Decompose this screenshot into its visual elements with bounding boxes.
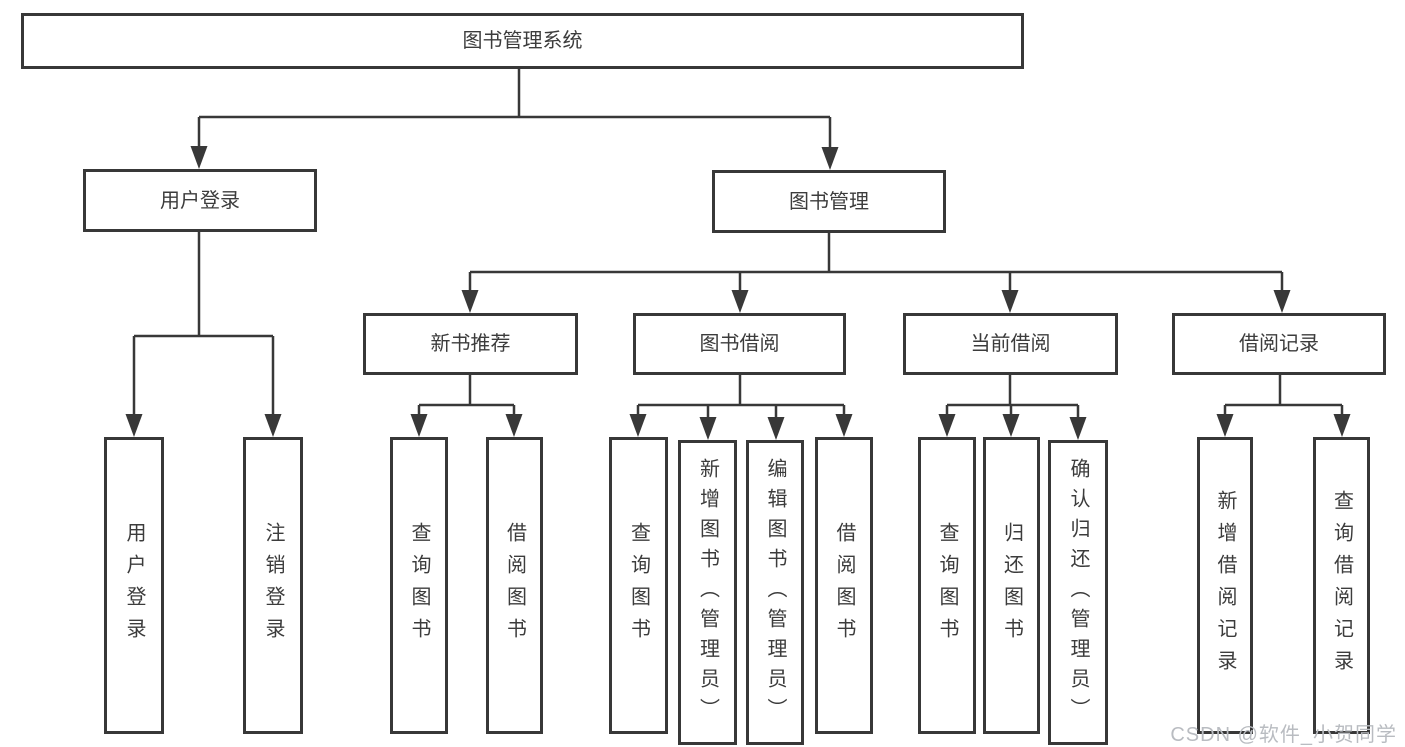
leaf-add-borrow-record: 新增借阅记录 (1197, 437, 1253, 734)
leaf-confirm-return-admin: 确认归还（管理员） (1048, 440, 1108, 745)
node-new-book-recommend: 新书推荐 (363, 313, 578, 375)
csdn-watermark: CSDN @软件_小贺同学 (1170, 724, 1397, 746)
leaf-query-books-borrow: 查询图书 (609, 437, 668, 734)
leaf-edit-book-admin: 编辑图书（管理员） (746, 440, 804, 745)
leaf-return-books: 归还图书 (983, 437, 1040, 734)
node-book-management: 图书管理 (712, 170, 946, 233)
leaf-query-borrow-record: 查询借阅记录 (1313, 437, 1370, 734)
leaf-user-login: 用户登录 (104, 437, 164, 734)
leaf-query-books-current: 查询图书 (918, 437, 976, 734)
leaf-borrow-books-newrec: 借阅图书 (486, 437, 543, 734)
node-current-borrow: 当前借阅 (903, 313, 1118, 375)
node-root: 图书管理系统 (21, 13, 1024, 69)
node-book-borrow: 图书借阅 (633, 313, 846, 375)
node-borrow-records: 借阅记录 (1172, 313, 1386, 375)
leaf-borrow-books-borrow: 借阅图书 (815, 437, 873, 734)
node-user-login: 用户登录 (83, 169, 317, 232)
leaf-query-books-newrec: 查询图书 (390, 437, 448, 734)
leaf-add-book-admin: 新增图书（管理员） (678, 440, 737, 745)
leaf-logout: 注销登录 (243, 437, 303, 734)
